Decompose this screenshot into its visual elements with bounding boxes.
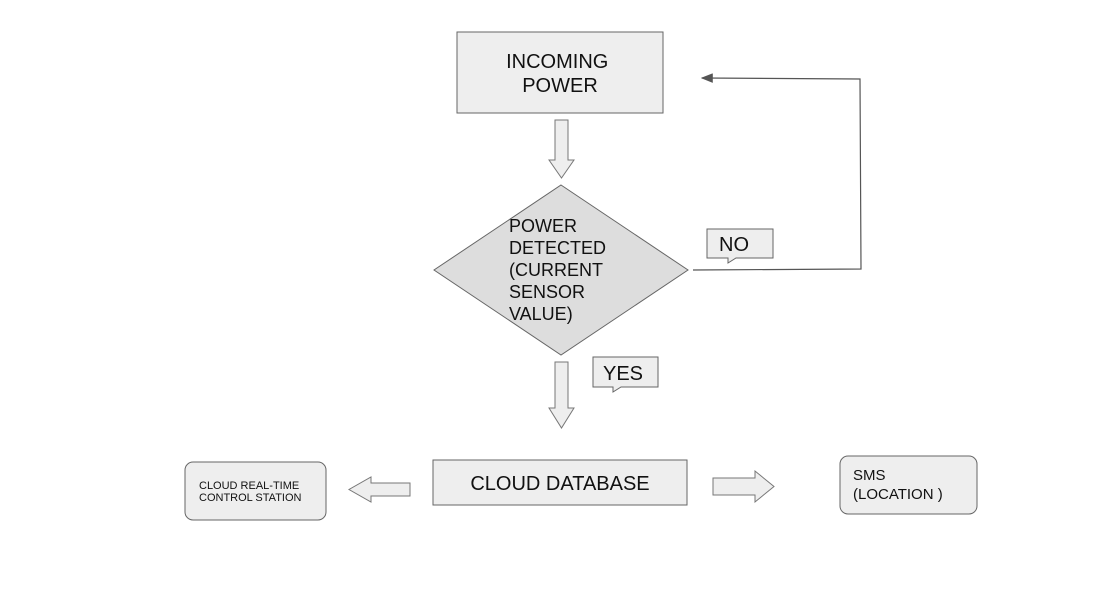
sms-label: SMS (LOCATION ) xyxy=(853,467,943,503)
sms-line-2: (LOCATION ) xyxy=(853,486,943,503)
decision-node: POWER DETECTED (CURRENT SENSOR VALUE) xyxy=(433,184,689,356)
yes-callout: YES xyxy=(592,356,659,393)
cloud-database-box xyxy=(432,459,688,506)
cloud-database-node: CLOUD DATABASE xyxy=(432,459,688,506)
no-callout: NO xyxy=(706,228,774,264)
control-station-line-2: CONTROL STATION xyxy=(199,492,302,504)
no-loop-connector xyxy=(692,73,862,271)
control-station-node: CLOUD REAL-TIME CONTROL STATION xyxy=(184,461,327,521)
sms-box xyxy=(839,455,978,515)
cloud-database-label: CLOUD DATABASE xyxy=(470,473,649,495)
control-station-line-1: CLOUD REAL-TIME xyxy=(199,480,299,492)
decision-line-3: (CURRENT xyxy=(509,260,603,280)
decision-diamond xyxy=(433,184,689,356)
no-callout-box xyxy=(706,228,774,264)
decision-line-4: SENSOR xyxy=(509,282,585,302)
control-station-label: CLOUD REAL-TIME CONTROL STATION xyxy=(199,480,302,504)
arrow-power-to-decision xyxy=(548,119,575,179)
incoming-power-line-2: POWER xyxy=(522,75,598,97)
control-station-box xyxy=(184,461,327,521)
yes-callout-label: YES xyxy=(603,363,643,385)
incoming-power-line-1: INCOMING xyxy=(506,51,608,73)
incoming-power-label: INCOMING POWER xyxy=(506,51,614,97)
yes-callout-box xyxy=(592,356,659,393)
sms-node: SMS (LOCATION ) xyxy=(839,455,978,515)
incoming-power-box xyxy=(456,31,664,114)
decision-line-5: VALUE) xyxy=(509,304,573,324)
sms-line-1: SMS xyxy=(853,467,886,484)
decision-line-2: DETECTED xyxy=(509,238,606,258)
decision-label: POWER DETECTED (CURRENT SENSOR VALUE) xyxy=(509,216,611,324)
no-callout-label: NO xyxy=(719,234,749,256)
decision-line-1: POWER xyxy=(509,216,577,236)
arrow-database-to-control-station xyxy=(347,476,411,503)
arrow-decision-to-database xyxy=(548,361,575,429)
arrow-database-to-sms xyxy=(712,469,775,504)
incoming-power-node: INCOMING POWER xyxy=(456,31,664,114)
